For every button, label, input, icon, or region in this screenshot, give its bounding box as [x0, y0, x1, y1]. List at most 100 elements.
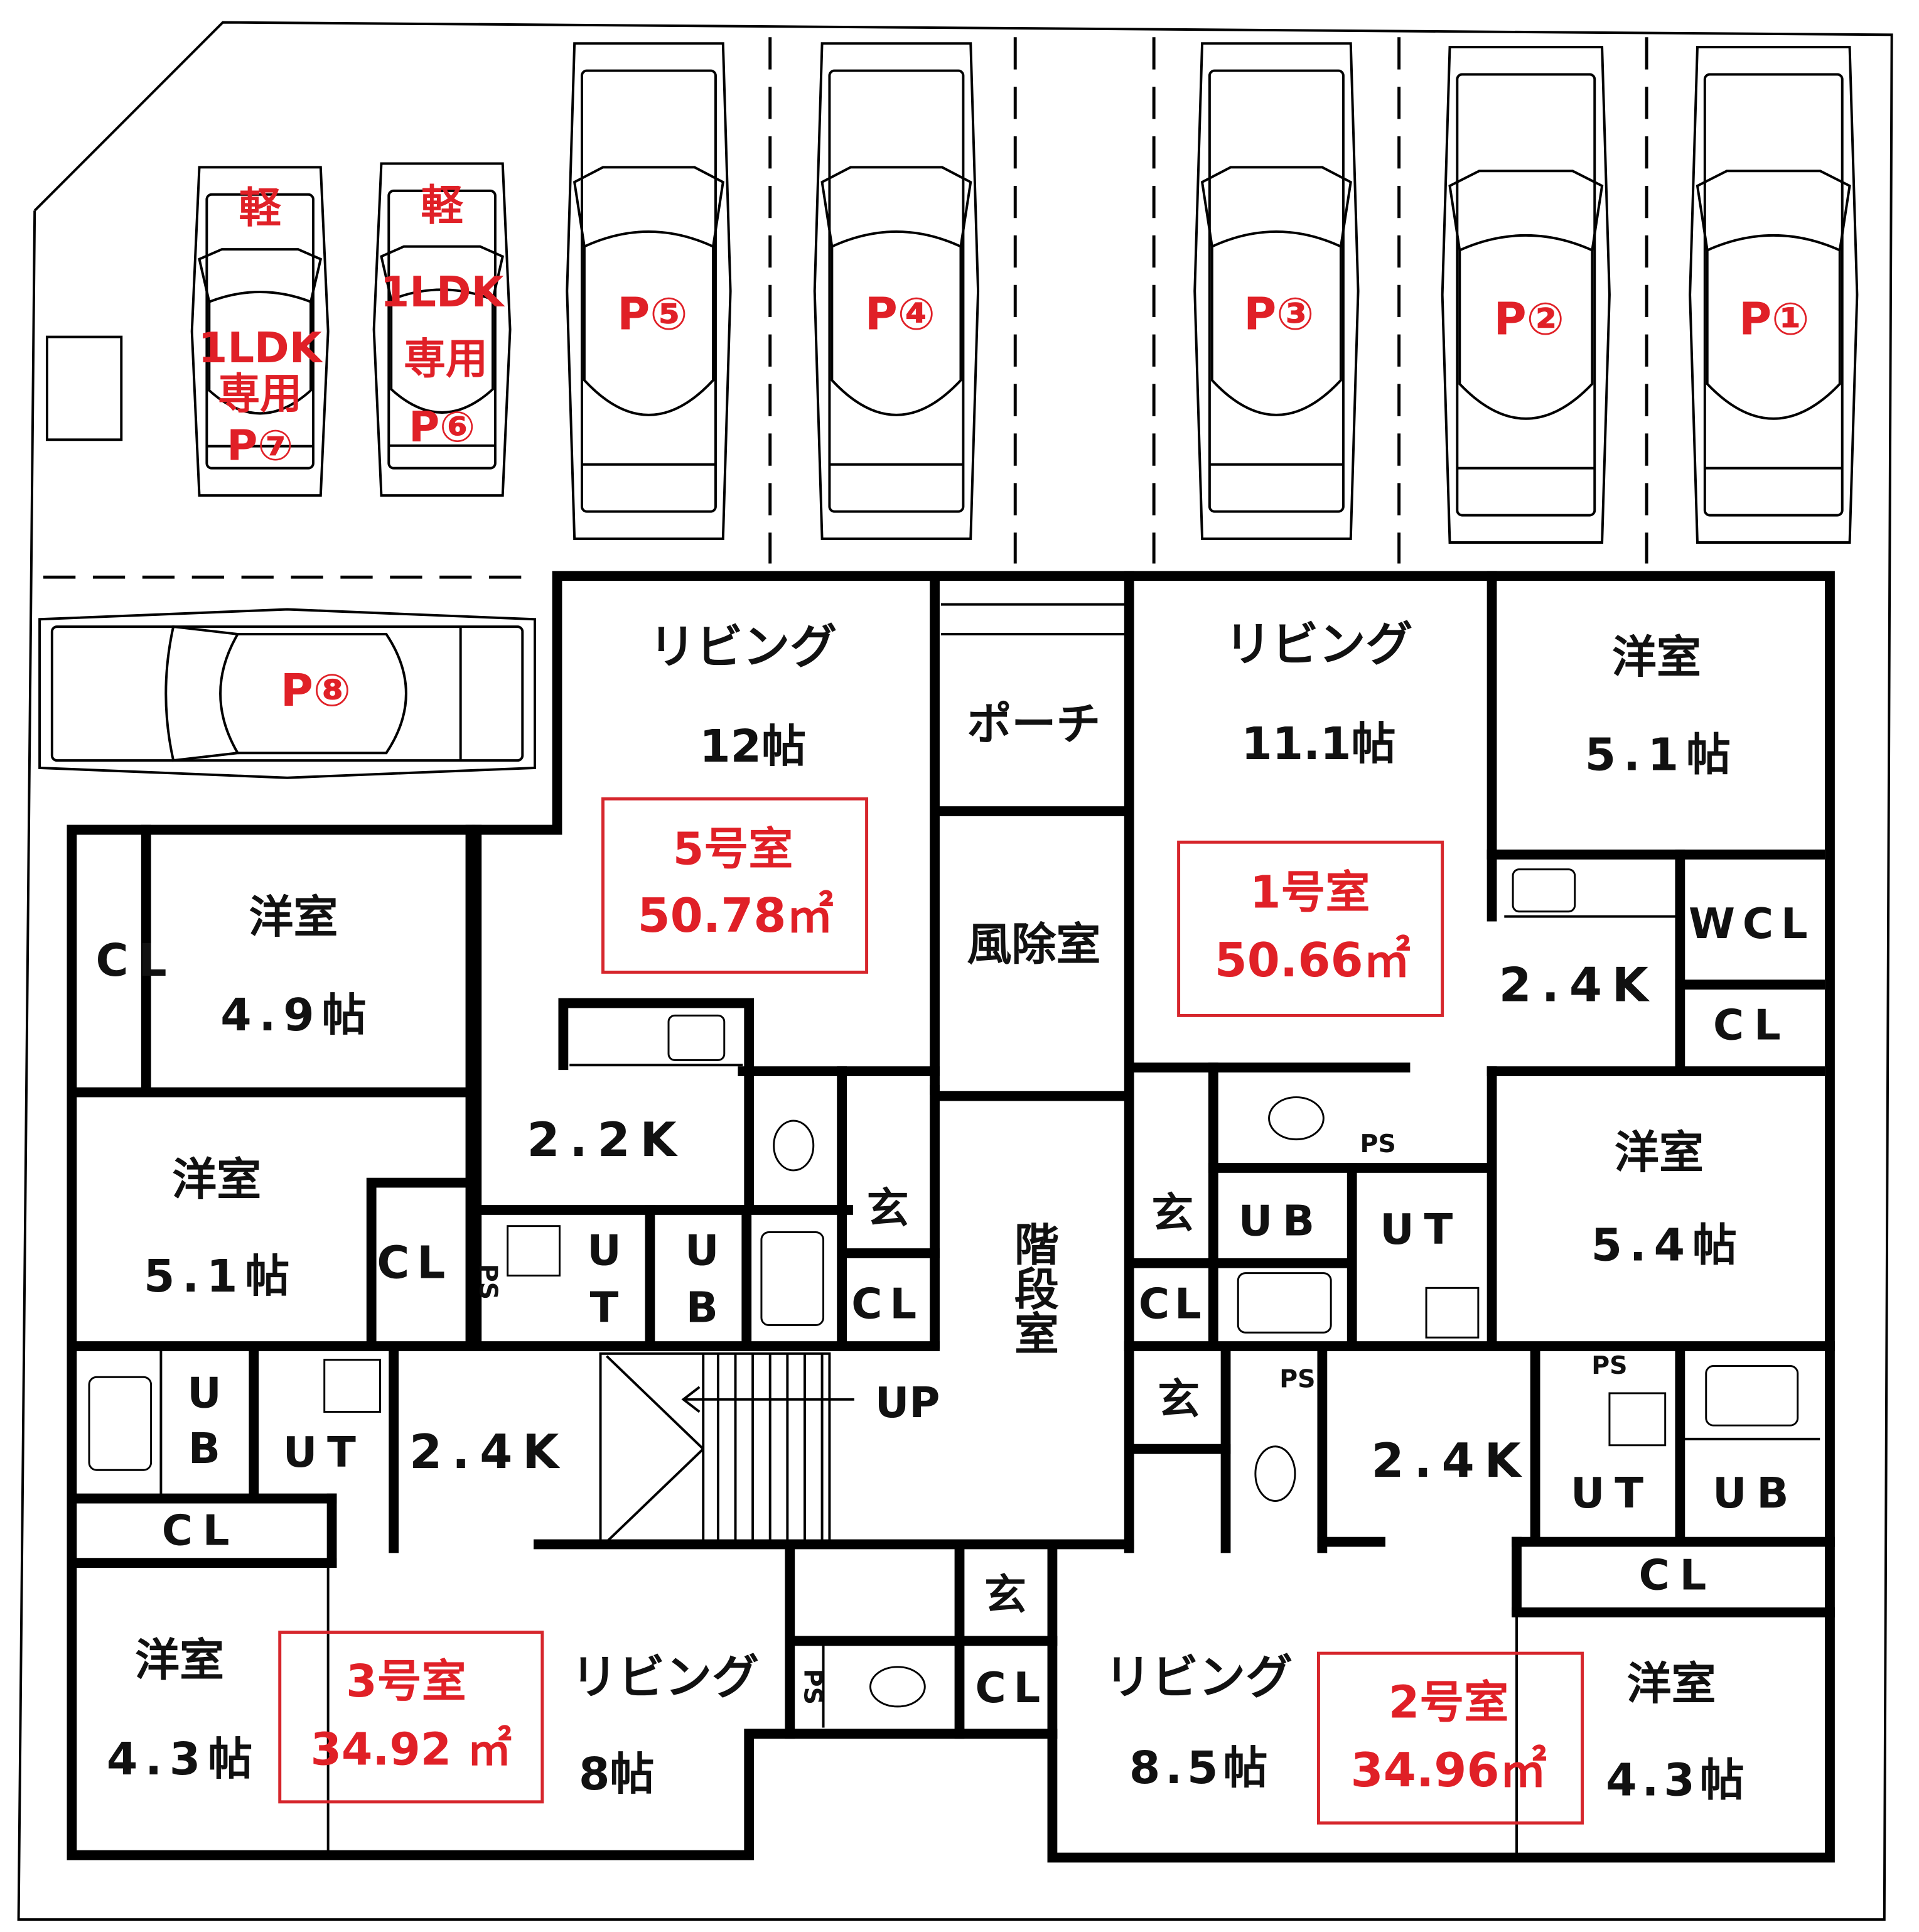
- parking-p1: P①: [1739, 293, 1809, 345]
- pipe-space-label: PS: [1591, 1351, 1627, 1380]
- toilet-icon: [1268, 1096, 1325, 1141]
- bathtub-icon: [760, 1231, 825, 1326]
- parking-p7-dedicated: 専用: [218, 369, 302, 418]
- closet-label: CL: [851, 1279, 924, 1328]
- porch-label: ポーチ: [967, 698, 1100, 750]
- bathtub-icon: [1237, 1272, 1332, 1334]
- kitchen-label: 2.2K: [527, 1112, 686, 1167]
- bedroom-size: 5.1帖: [144, 1250, 297, 1302]
- living-size: 8.5帖: [1129, 1742, 1272, 1794]
- bedroom-label: 洋室: [172, 1153, 261, 1206]
- closet-label: CL: [1713, 1001, 1790, 1050]
- closet-label: CL: [1639, 1550, 1716, 1599]
- unit-labels: 5号室 50.78㎡ 1号室 50.66㎡ 3号室 34.92 ㎡ 2号室 34…: [311, 823, 1547, 1798]
- utility-label: UT: [1380, 1205, 1463, 1254]
- living-label: リビング: [648, 619, 837, 674]
- bedroom-label: 洋室: [249, 891, 338, 943]
- washer-icon: [323, 1359, 381, 1413]
- sink-icon: [667, 1014, 726, 1061]
- unit-bath-label-b: B: [188, 1424, 220, 1473]
- car-icon: [813, 42, 980, 541]
- unit-2-box: [1316, 1651, 1584, 1825]
- kitchen-label: 2.4K: [1499, 958, 1658, 1013]
- closet-label: CL: [162, 1506, 239, 1555]
- cars-layer: [38, 42, 1859, 779]
- unit-1-name: 1号室: [1250, 866, 1370, 919]
- car-icon: [1689, 46, 1859, 544]
- unit-3-name: 3号室: [346, 1655, 466, 1707]
- car-icon: [1193, 42, 1360, 541]
- parking-p2: P②: [1494, 293, 1564, 345]
- living-label: リビング: [571, 1649, 759, 1705]
- entrance-label: 玄: [867, 1184, 909, 1233]
- parking-p6-kei: 軽: [421, 181, 464, 230]
- living-size: 8帖: [579, 1748, 654, 1800]
- living-label: リビング: [1104, 1649, 1293, 1705]
- unit-2-area: 34.96㎡: [1351, 1742, 1547, 1798]
- bedroom-label: 洋室: [135, 1634, 224, 1686]
- parking-labels: P⑤ P④ P③ P② P① 軽 1LDK 専用 P⑦ 軽 1LDK 専用 P⑥…: [198, 181, 1810, 716]
- car-icon: [372, 162, 512, 497]
- unit-5-box: [601, 797, 869, 974]
- stairwell-label: 階段室: [1007, 1221, 1059, 1355]
- bedroom-size: 5.1帖: [1585, 729, 1738, 781]
- unit-3-area: 34.92 ㎡: [311, 1723, 512, 1775]
- closet-label: CL: [377, 1236, 453, 1288]
- unit-bath-label: UB: [1239, 1196, 1325, 1245]
- living-size: 11.1帖: [1241, 718, 1395, 770]
- washer-icon: [507, 1225, 561, 1277]
- parking-p3: P③: [1244, 288, 1314, 340]
- walk-in-closet-label: WCL: [1689, 899, 1815, 948]
- pipe-space-label: PS: [474, 1264, 503, 1300]
- bedroom-label: 洋室: [1615, 1126, 1704, 1179]
- unit-5-name: 5号室: [673, 823, 793, 875]
- bedroom-label: 洋室: [1612, 631, 1701, 683]
- bedroom-size: 4.3帖: [107, 1733, 260, 1785]
- parking-p7-ldk: 1LDK: [198, 323, 323, 372]
- car-icon: [1441, 46, 1611, 544]
- bedroom-size: 4.9帖: [220, 989, 374, 1041]
- sink-icon: [1512, 868, 1576, 913]
- fixtures: [88, 868, 1799, 1708]
- bathtub-icon: [1705, 1365, 1799, 1427]
- stairs-up-label: UP: [875, 1378, 940, 1427]
- closet-label: CL: [95, 934, 176, 986]
- parking-p6-ldk: 1LDK: [380, 267, 505, 316]
- walls: [67, 571, 1835, 1863]
- parking-p6: P⑥: [409, 402, 475, 451]
- entrance-label: 玄: [1158, 1374, 1200, 1423]
- car-icon: [38, 608, 536, 779]
- parking-p8: P⑧: [281, 664, 351, 716]
- pipe-space-label: PS: [1360, 1130, 1395, 1158]
- washer-icon: [1425, 1287, 1480, 1339]
- unit-bath-label-b: B: [686, 1283, 718, 1332]
- unit-1-area: 50.66㎡: [1215, 932, 1411, 988]
- toilet-icon: [773, 1120, 815, 1172]
- bedroom-size: 5.4帖: [1591, 1219, 1744, 1271]
- utility-label-u: U: [587, 1226, 621, 1275]
- closet-label: CL: [1139, 1279, 1207, 1328]
- unit-3-box: [278, 1631, 544, 1804]
- kitchen-label: 2.4K: [1372, 1433, 1531, 1488]
- unit-bath-label-u: U: [187, 1368, 221, 1417]
- car-icon: [566, 42, 732, 541]
- utility-label: UT: [283, 1428, 366, 1477]
- utility-label-t: T: [590, 1283, 619, 1332]
- pipe-space-label: PS: [1279, 1365, 1315, 1394]
- entrance-label: 玄: [984, 1570, 1026, 1619]
- living-size: 12帖: [699, 720, 806, 772]
- unit-2-name: 2号室: [1389, 1676, 1508, 1728]
- unit-5-area: 50.78㎡: [638, 888, 834, 943]
- toilet-icon: [1254, 1445, 1296, 1502]
- pipe-space-label: PS: [798, 1669, 827, 1705]
- windbreak-room-label: 風除室: [967, 918, 1100, 970]
- bedroom-label: 洋室: [1627, 1658, 1716, 1710]
- entrance-label: 玄: [1151, 1189, 1193, 1238]
- parking-p7-kei: 軽: [239, 183, 282, 232]
- living-label: リビング: [1225, 617, 1413, 672]
- parking-p7: P⑦: [227, 421, 293, 470]
- bathtub-icon: [88, 1376, 153, 1471]
- washer-icon: [1608, 1392, 1667, 1447]
- parking-dividers: [43, 37, 1648, 579]
